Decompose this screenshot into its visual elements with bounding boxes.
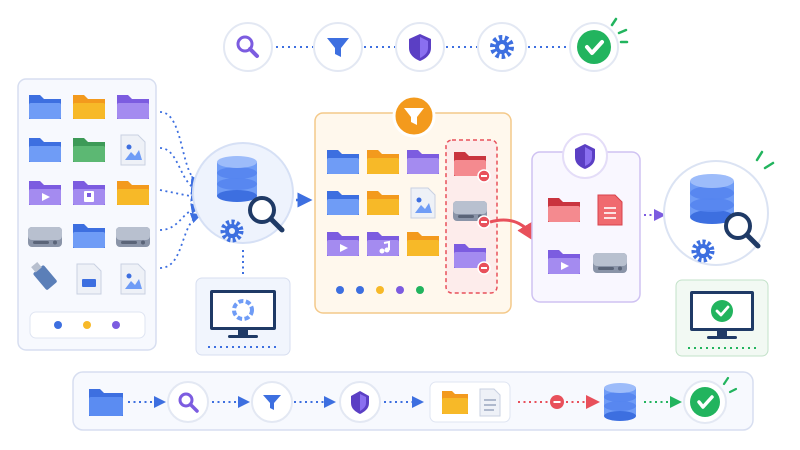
- kept-item-folder-yellow: [367, 191, 399, 215]
- legend-dot: [54, 321, 62, 329]
- scan-node: [192, 142, 294, 244]
- legend-dot: [112, 321, 120, 329]
- kept-item-folder-purple: [407, 150, 439, 174]
- bottom-flow: [72, 371, 754, 431]
- filter-panel: [314, 94, 512, 314]
- secured-item-hard-drive: [593, 253, 627, 273]
- source-item-folder-green: [73, 138, 105, 162]
- legend-dot: [336, 286, 344, 294]
- source-item-hard-drive: [28, 227, 62, 247]
- loading-spinner-icon: [232, 299, 254, 321]
- scan-monitor: [195, 277, 291, 356]
- filter-icon: [251, 381, 293, 423]
- filter-icon: [313, 22, 363, 72]
- legend-dot: [83, 321, 91, 329]
- filter-legend-dots: [336, 286, 424, 294]
- source-item-folder-blue: [29, 95, 61, 119]
- source-item-folder-blue: [73, 224, 105, 248]
- secure-panel: [531, 133, 641, 303]
- remove-icon: [477, 169, 491, 183]
- kept-item-folder-yellow: [367, 150, 399, 174]
- source-item-folder-blue: [29, 138, 61, 162]
- shield-icon: [339, 381, 381, 423]
- shield-badge-icon: [562, 133, 608, 179]
- gear-icon: [477, 22, 527, 72]
- secured-item-folder-red: [548, 198, 580, 222]
- legend-dot: [396, 286, 404, 294]
- source-item-document-file: [76, 263, 102, 295]
- source-panel: [17, 78, 157, 351]
- kept-item-image-file: [410, 187, 436, 219]
- secured-item-document-red: [597, 194, 623, 226]
- check-icon: [569, 17, 629, 72]
- rejected-item-folder-purple: [454, 244, 486, 268]
- remove-icon: [477, 215, 491, 229]
- source-item-video-folder: [29, 181, 61, 205]
- result-node: [663, 150, 775, 266]
- kept-item-folder-yellow: [407, 232, 439, 256]
- secured-items: [548, 194, 627, 274]
- remove-icon: [550, 395, 564, 409]
- legend-dot: [416, 286, 424, 294]
- search-icon: [167, 381, 209, 423]
- shield-icon: [395, 22, 445, 72]
- folder-doc-icon: [429, 381, 511, 423]
- check-icon: [683, 376, 738, 424]
- database-icon: [604, 383, 636, 421]
- source-items: [28, 95, 150, 295]
- rejected-item-folder-red: [454, 152, 486, 176]
- secured-item-video-folder: [548, 250, 580, 274]
- magnifier-icon: [248, 196, 285, 233]
- kept-items: [327, 150, 439, 256]
- source-legend-dots: [54, 321, 120, 329]
- source-item-folder-purple: [117, 95, 149, 119]
- source-item-image-file: [120, 263, 146, 295]
- kept-item-folder-blue: [327, 150, 359, 174]
- search-icon: [223, 22, 273, 72]
- result-monitor: [675, 279, 769, 357]
- source-item-hard-drive: [116, 227, 150, 247]
- database-icon: [690, 174, 734, 224]
- check-icon: [711, 300, 733, 322]
- rejected-items: [453, 152, 491, 275]
- source-item-usb-drive: [31, 261, 57, 290]
- database-icon: [217, 156, 257, 202]
- source-item-image-file: [120, 134, 146, 166]
- rejected-item-hard-drive: [453, 201, 487, 221]
- gear-icon: [691, 239, 715, 263]
- gear-icon: [220, 219, 244, 243]
- top-flow: [223, 17, 629, 72]
- kept-item-video-folder: [327, 232, 359, 256]
- folder-icon: [89, 389, 123, 416]
- kept-item-music-folder: [367, 232, 399, 256]
- filter-badge-icon: [392, 94, 436, 138]
- kept-item-folder-blue: [327, 191, 359, 215]
- source-item-folder-yellow: [73, 95, 105, 119]
- remove-icon: [477, 261, 491, 275]
- source-item-folder-yellow: [117, 181, 149, 205]
- legend-dot: [356, 286, 364, 294]
- magnifier-icon: [724, 212, 761, 249]
- source-item-pinned-folder: [73, 181, 105, 205]
- legend-dot: [376, 286, 384, 294]
